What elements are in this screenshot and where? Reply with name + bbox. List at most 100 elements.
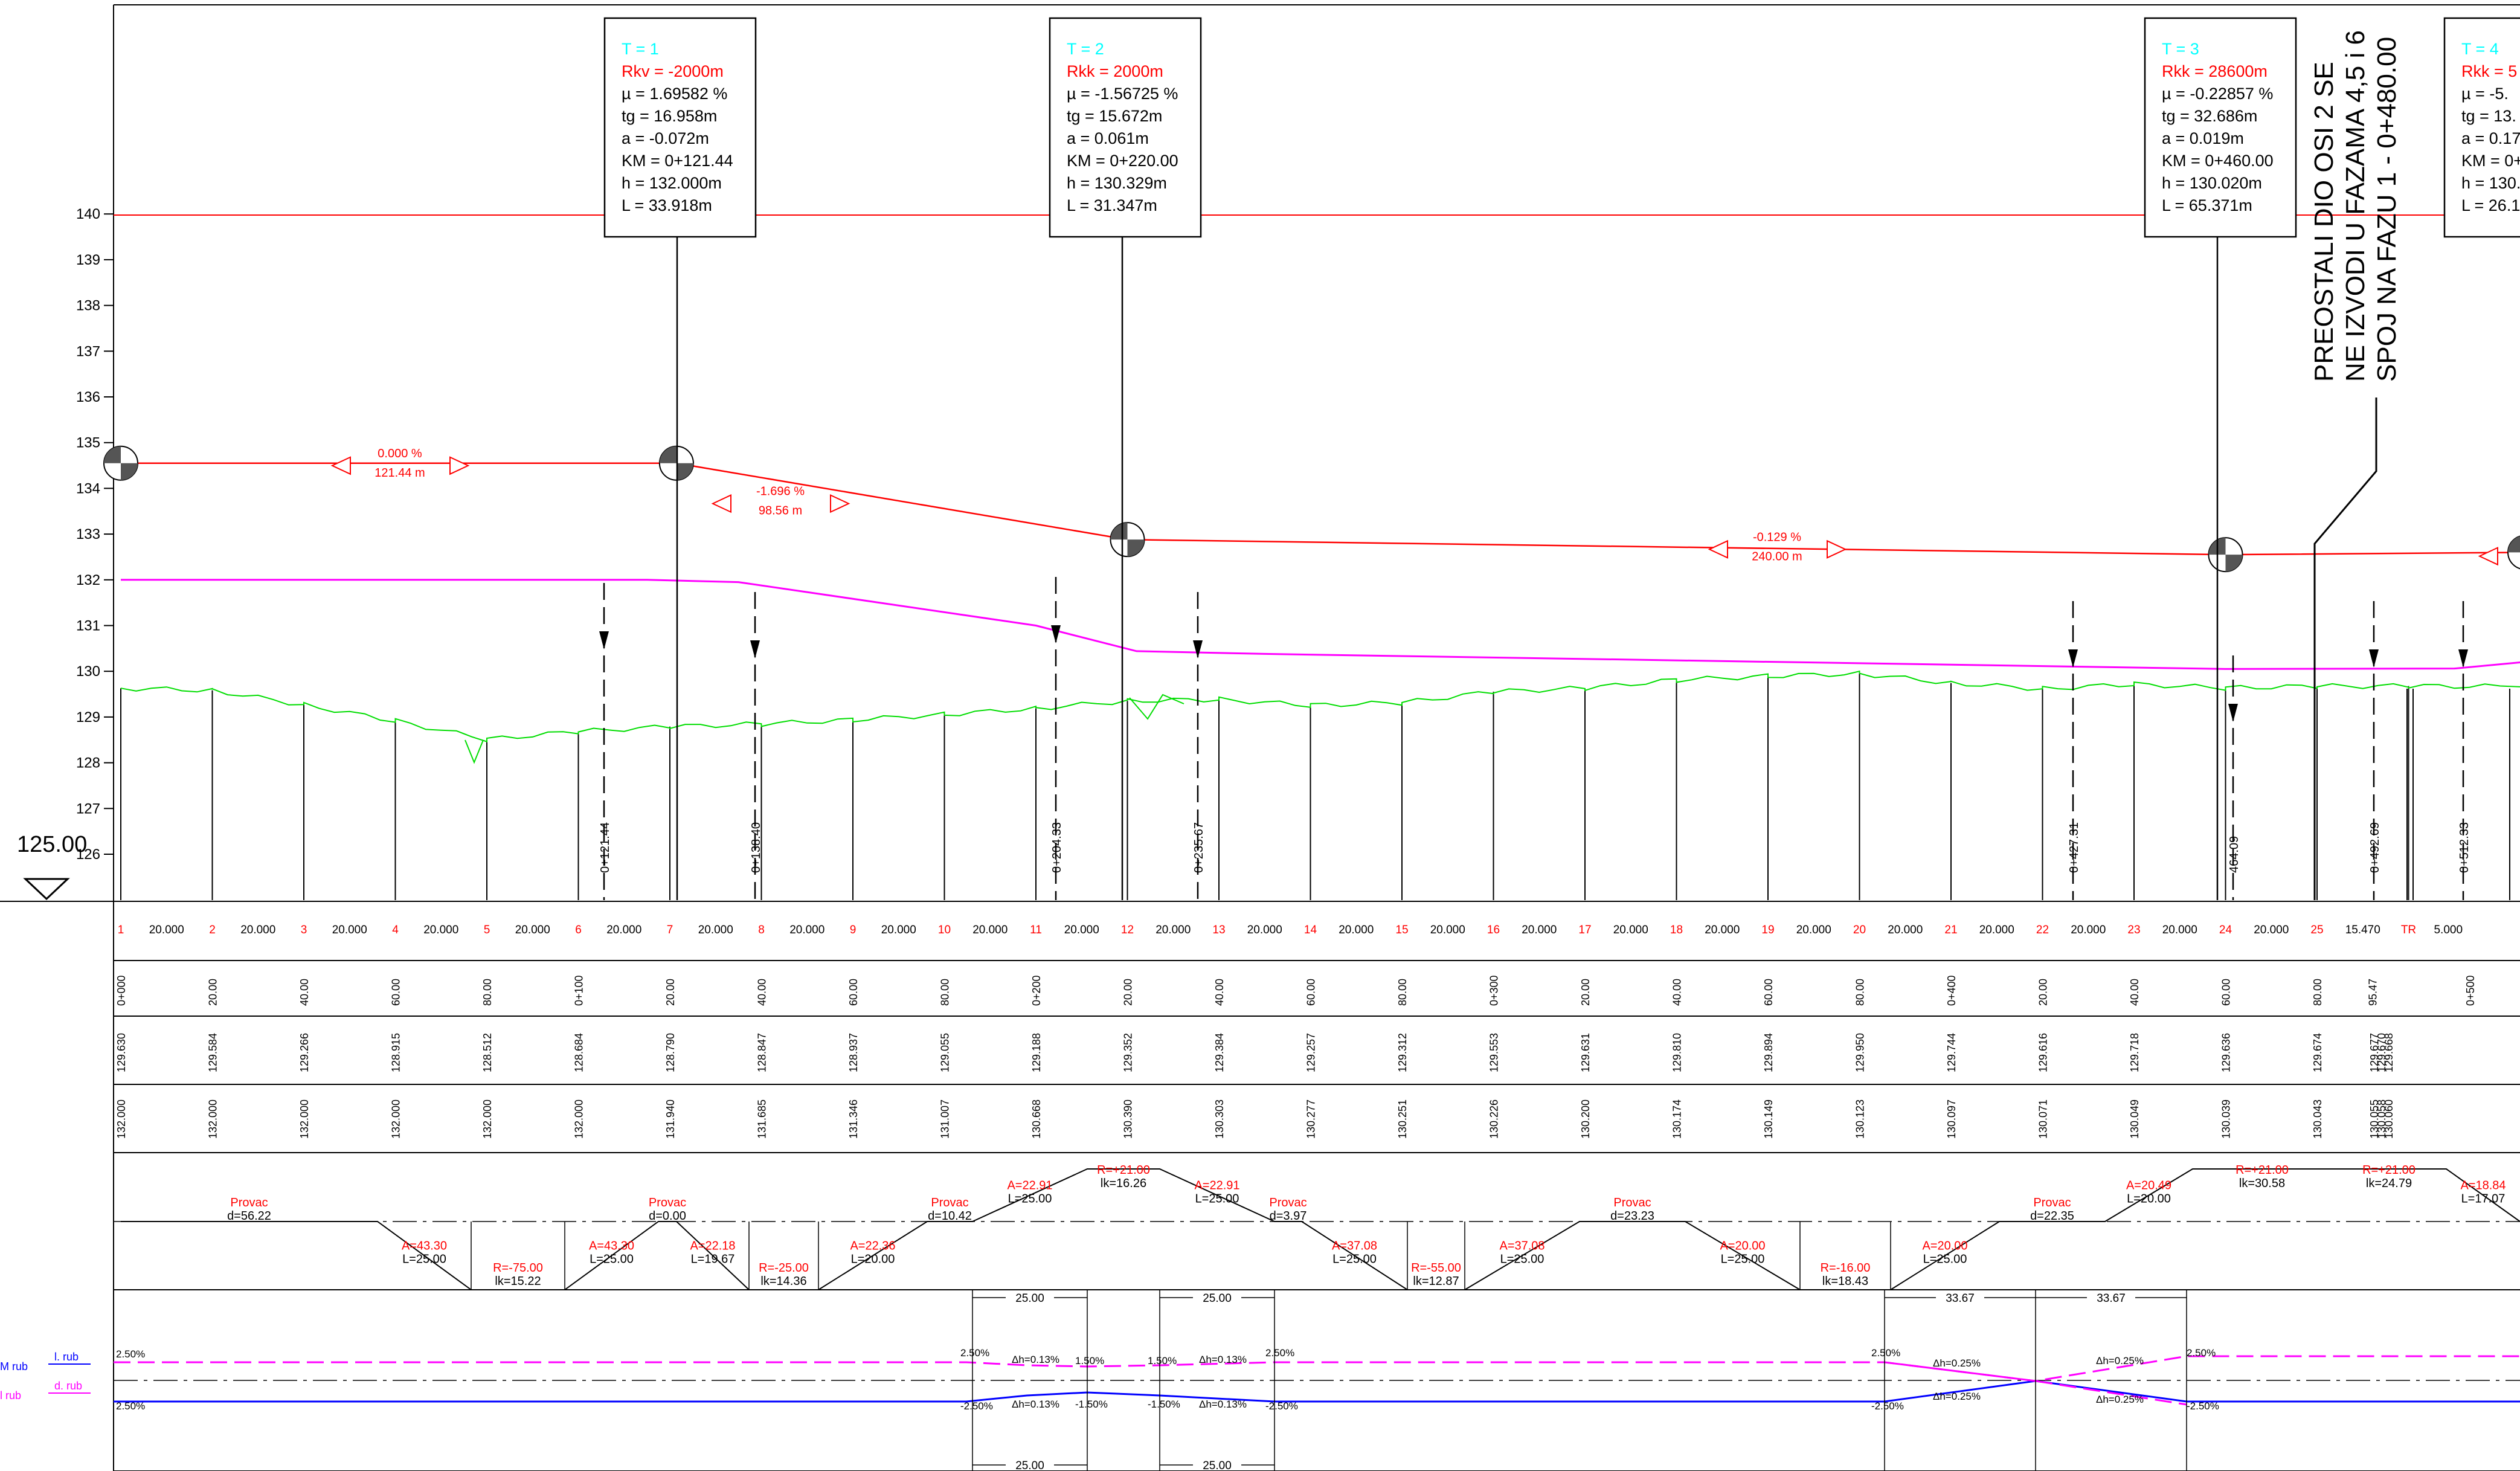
station-label: 0+492.69 bbox=[2368, 822, 2382, 873]
curve-table-box bbox=[2144, 17, 2297, 238]
profile-point-number: 5 bbox=[484, 924, 490, 936]
station-label: 0+512.33 bbox=[2458, 822, 2471, 873]
superelevation-dh: Δh=0.25% bbox=[2096, 1355, 2144, 1366]
alignment-element-name: A=37.08 bbox=[1332, 1240, 1377, 1253]
alignment-element-name: A=43.30 bbox=[589, 1240, 634, 1253]
drawing-frame bbox=[113, 4, 2520, 1471]
profile-point-number: 22 bbox=[2036, 924, 2049, 936]
elevation-tick-label: 129 bbox=[76, 709, 100, 726]
superelevation-dh: Δh=0.25% bbox=[1933, 1391, 1981, 1402]
terrain-dip bbox=[1129, 694, 1184, 720]
pvi-quarter-icon bbox=[676, 463, 693, 480]
terrain-elevation: 129.674 bbox=[2312, 1033, 2324, 1072]
design-elevation: 131.685 bbox=[756, 1099, 768, 1139]
dimension-length: 25.00 bbox=[1015, 1292, 1044, 1305]
profile-point-number: 20 bbox=[1853, 924, 1866, 936]
elevation-axis: 1261271281291301311321331341351361371381… bbox=[76, 206, 114, 863]
alignment-element-name: A=22.91 bbox=[1194, 1179, 1239, 1193]
terrain-elevation: 129.384 bbox=[1213, 1033, 1226, 1072]
terrain-elevation: 129.718 bbox=[2129, 1033, 2141, 1072]
profile-point-number: 6 bbox=[575, 924, 582, 936]
profile-point-number: 14 bbox=[1304, 924, 1317, 936]
terrain-elevation: 128.684 bbox=[573, 1033, 585, 1072]
alignment-element-name: Provac bbox=[230, 1196, 268, 1209]
superelevation-percent: -2.50% bbox=[1871, 1400, 1904, 1412]
superelevation-percent: -2.50% bbox=[960, 1400, 993, 1412]
curve-km: KM = 0+460.00 bbox=[2162, 152, 2274, 170]
curve-l: L = 33.918m bbox=[622, 196, 712, 214]
design-elevation: 132.000 bbox=[207, 1099, 219, 1139]
curve-r: Rkk = 2000m bbox=[1067, 62, 1163, 80]
grade-length: 121.44 m bbox=[374, 466, 425, 480]
alignment-element-name: A=20.49 bbox=[2126, 1179, 2171, 1193]
alignment-element-name: Provac bbox=[2033, 1196, 2071, 1209]
superelevation-percent: 2.50% bbox=[960, 1347, 989, 1359]
superelevation-dh: Δh=0.13% bbox=[1199, 1354, 1247, 1365]
terrain-elevation: 128.790 bbox=[664, 1033, 677, 1072]
superelevation-percent: -1.50% bbox=[1075, 1399, 1108, 1410]
legend-left-edge: l. rub bbox=[54, 1351, 79, 1363]
note-line-1: PREOSTALI DIO OSI 2 SE bbox=[2309, 62, 2339, 382]
chainage-value: 80.00 bbox=[1397, 979, 1409, 1006]
chainage-value: 20.00 bbox=[2037, 979, 2049, 1006]
profile-point-number: 2 bbox=[209, 924, 216, 936]
terrain-elevation: 129.584 bbox=[207, 1033, 219, 1072]
design-elevation: 130.303 bbox=[1213, 1099, 1226, 1139]
terrain-elevation: 129.630 bbox=[115, 1033, 127, 1072]
curve-h: h = 130.020m bbox=[2162, 174, 2262, 192]
profile-point-number: 24 bbox=[2219, 924, 2232, 936]
curve-mu: µ = -5. bbox=[2461, 85, 2509, 103]
terrain-line bbox=[120, 670, 2520, 742]
curve-r: Rkv = -2000m bbox=[622, 62, 724, 80]
chainage-value: 0+500 bbox=[2464, 975, 2477, 1006]
profile-point-number: 25 bbox=[2310, 924, 2323, 936]
chainage-value: 80.00 bbox=[1854, 979, 1866, 1006]
profile-point-number: 19 bbox=[1761, 924, 1774, 936]
chainage-value: 40.00 bbox=[756, 979, 768, 1006]
chainage-value: 80.00 bbox=[939, 979, 951, 1006]
superelevation-dh: Δh=0.13% bbox=[1012, 1354, 1059, 1365]
elevation-tick-label: 128 bbox=[76, 755, 100, 771]
design-elevation: 130.668 bbox=[1030, 1099, 1043, 1139]
curve-table-box bbox=[1049, 17, 1202, 238]
pvi-quarter-icon bbox=[2508, 536, 2520, 553]
design-elevation: 131.940 bbox=[664, 1099, 677, 1139]
curve-table-box bbox=[2443, 17, 2520, 238]
elevation-tick-label: 140 bbox=[76, 206, 100, 222]
curve-t: T = 1 bbox=[622, 40, 659, 58]
design-elevation: 130.043 bbox=[2312, 1099, 2324, 1139]
alignment-element-value: d=56.22 bbox=[227, 1209, 271, 1223]
alignment-element-value: L=25.00 bbox=[1721, 1253, 1765, 1266]
design-elevation: 130.277 bbox=[1305, 1099, 1317, 1139]
elevation-tick-label: 132 bbox=[76, 572, 100, 588]
distance-value: 20.000 bbox=[423, 924, 458, 936]
distance-value: 20.000 bbox=[332, 924, 367, 936]
alignment-element-name: A=43.30 bbox=[402, 1240, 447, 1253]
elevation-tick-label: 131 bbox=[76, 618, 100, 634]
station-arrow-icon bbox=[599, 631, 609, 649]
curve-tg: tg = 32.686m bbox=[2162, 107, 2257, 125]
curve-l: L = 65.371m bbox=[2162, 196, 2252, 214]
elevation-tick-label: 139 bbox=[76, 252, 100, 268]
distance-value: 20.000 bbox=[1888, 924, 1923, 936]
station-arrow-icon bbox=[2369, 649, 2379, 668]
pvi-quarter-icon bbox=[659, 446, 677, 463]
chainage-value: 40.00 bbox=[2129, 979, 2141, 1006]
curve-km: KM = 0+121.44 bbox=[622, 152, 733, 170]
alignment-element-value: L=25.00 bbox=[402, 1253, 446, 1266]
pvi-quarter-icon bbox=[1110, 523, 1128, 540]
distance-value: 20.000 bbox=[789, 924, 824, 936]
station-arrow-icon bbox=[1193, 640, 1203, 658]
chainage-value: 95.47 bbox=[2367, 979, 2379, 1006]
distance-value: 15.470 bbox=[2345, 924, 2380, 936]
grade-arrow-icon bbox=[1827, 539, 1847, 559]
alignment-element-name: R=-16.00 bbox=[1821, 1261, 1871, 1275]
alignment-element-name: R=+21.00 bbox=[2362, 1164, 2416, 1177]
alignment-element-name: Provac bbox=[1613, 1196, 1651, 1209]
alignment-element-value: L=17.07 bbox=[2461, 1193, 2506, 1206]
chainage-value: 0+400 bbox=[1946, 975, 1958, 1006]
superelevation-dh: Δh=0.13% bbox=[1199, 1399, 1247, 1410]
